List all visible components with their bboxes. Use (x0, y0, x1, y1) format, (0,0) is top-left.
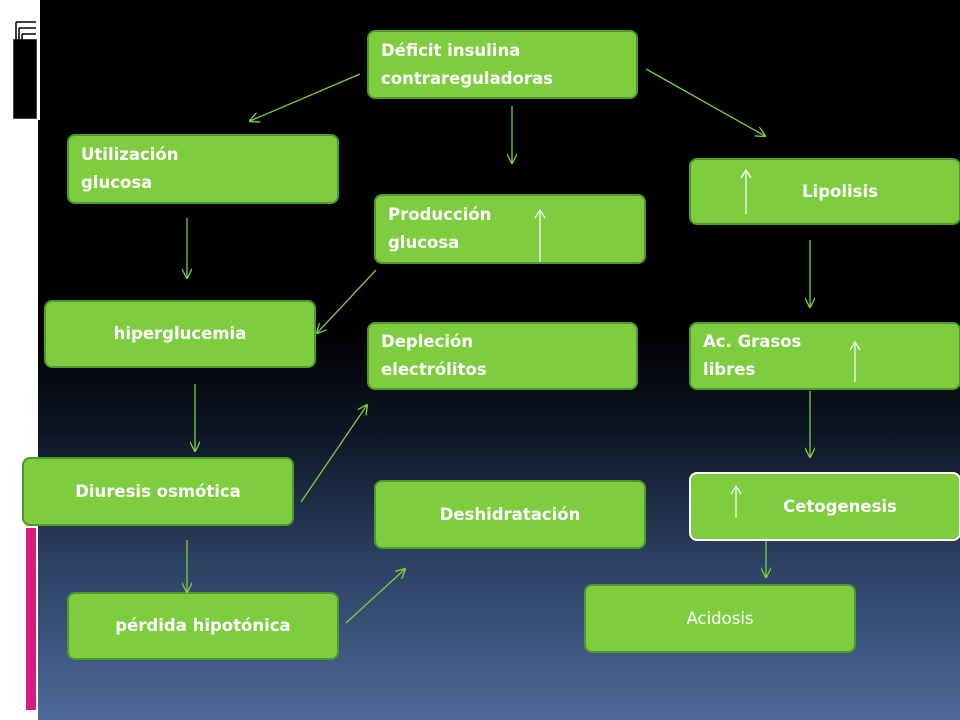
node-acidosis: Acidosis (584, 584, 856, 653)
node-deshidratacion: Deshidratación (374, 480, 646, 549)
node-deficit-insulina-label: Déficit insulina contrareguladoras (381, 40, 553, 88)
node-utilizacion-glucosa-label: Utilización glucosa (81, 145, 179, 192)
node-diuresis-osmotica: Diuresis osmótica (22, 457, 294, 526)
node-lipolisis-label: Lipolisis (802, 181, 878, 201)
node-diuresis-osmotica-label: Diuresis osmótica (75, 481, 241, 501)
node-utilizacion-glucosa: Utilización glucosa (67, 134, 339, 204)
node-hiperglucemia-label: hiperglucemia (113, 324, 247, 343)
node-deplecion-electrolitos-label: Depleción electrólitos (381, 332, 487, 379)
node-acidos-grasos-libres-label: Ac. Grasos libres (703, 332, 802, 379)
node-hiperglucemia: hiperglucemia (44, 300, 316, 368)
node-acidosis-label: Acidosis (686, 608, 754, 628)
node-perdida-hipotonica: pérdida hipotónica (67, 592, 339, 660)
node-produccion-glucosa-label: Producción glucosa (388, 205, 492, 252)
accent-bar-pink (26, 528, 36, 710)
stacked-pages-icon (0, 0, 40, 120)
node-acidos-grasos-libres: Ac. Grasos libres (689, 322, 960, 390)
node-deficit-insulina: Déficit insulina contrareguladoras (367, 30, 638, 99)
node-cetogenesis-label: Cetogenesis (783, 496, 897, 516)
node-cetogenesis: Cetogenesis (689, 472, 960, 541)
node-produccion-glucosa: Producción glucosa (374, 194, 646, 264)
node-deplecion-electrolitos: Depleción electrólitos (367, 322, 638, 390)
node-lipolisis: Lipolisis (689, 158, 960, 225)
node-deshidratacion-label: Deshidratación (439, 504, 581, 524)
node-perdida-hipotonica-label: pérdida hipotónica (115, 616, 291, 635)
